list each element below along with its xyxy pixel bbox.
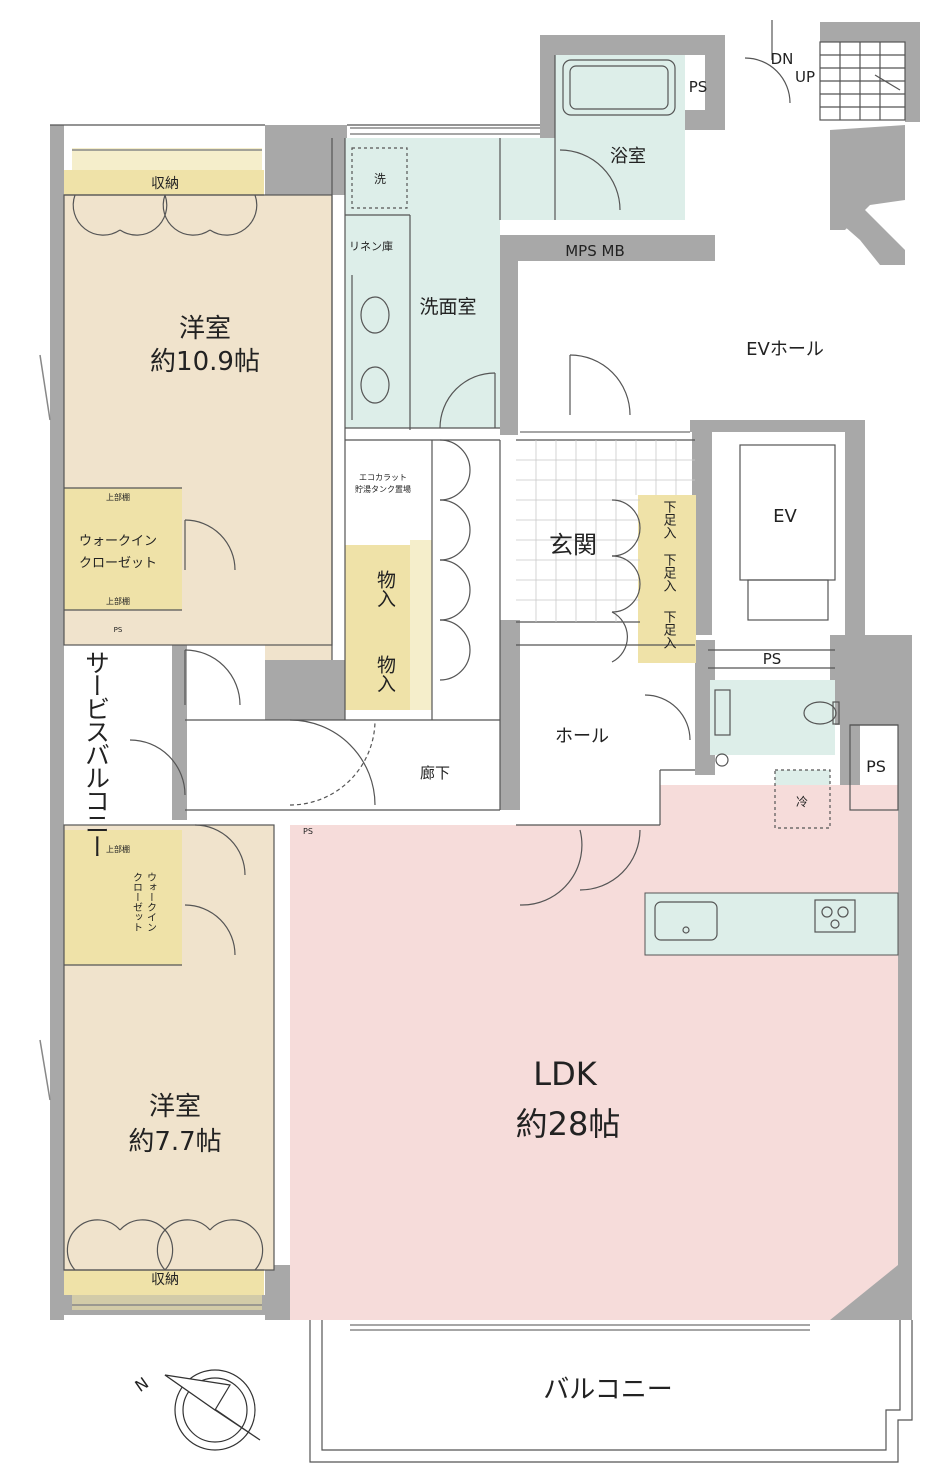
washroom-label: 洗面室 bbox=[419, 296, 476, 318]
storage-bottom-label: 収納 bbox=[151, 1272, 179, 1288]
ecocute-line2: 貯湯タンク置場 bbox=[355, 484, 411, 494]
dn-label: DN bbox=[771, 50, 794, 68]
bathtub bbox=[562, 59, 676, 116]
upper-shelf-2: 上部棚 bbox=[106, 596, 130, 606]
sink-2 bbox=[360, 366, 390, 404]
closet-b-floor bbox=[345, 640, 410, 710]
washer-space bbox=[351, 147, 408, 209]
shoe-box-1-label: 下足入 bbox=[661, 500, 677, 539]
shoe-box-2-label: 下足入 bbox=[661, 553, 677, 592]
ev-label: EV bbox=[773, 506, 797, 527]
windows bbox=[39, 127, 810, 1331]
hall-label: ホール bbox=[555, 726, 609, 747]
ldk-size: 約28帖 bbox=[516, 1105, 621, 1143]
mps-mb-label: MPS MB bbox=[565, 242, 625, 260]
wic-2-col1: ウォークイン bbox=[145, 872, 157, 932]
upper-shelf-1: 上部棚 bbox=[106, 492, 130, 502]
washer-label: 洗 bbox=[374, 172, 386, 186]
wic-2 bbox=[64, 830, 182, 965]
fridge-space bbox=[774, 769, 831, 829]
service-balcony-label: サービスバルコニー bbox=[82, 650, 111, 857]
storage-top bbox=[64, 170, 264, 195]
ps-wic-label: PS bbox=[114, 626, 123, 634]
ldk-name: LDK bbox=[533, 1055, 597, 1093]
bedroom-1-name: 洋室 bbox=[179, 314, 231, 344]
closet-a-floor bbox=[345, 545, 410, 640]
shoe-box-3-label: 下足入 bbox=[661, 610, 677, 649]
shoe-box bbox=[638, 495, 696, 663]
interior-lines bbox=[39, 20, 913, 1463]
closet-b-label: 物入 bbox=[374, 655, 396, 693]
washroom-floor bbox=[345, 138, 500, 428]
labels: 洋室 約10.9帖 洋室 約7.7帖 LDK 約28帖 浴室 洗面室 玄関 ホー… bbox=[79, 50, 886, 1405]
ps-toilet-label: PS bbox=[763, 650, 782, 668]
up-label: UP bbox=[795, 68, 815, 86]
north-label: N bbox=[131, 1373, 152, 1395]
wic-2-col2: クローゼット bbox=[131, 872, 143, 932]
bedroom-2-size: 約7.7帖 bbox=[128, 1127, 221, 1157]
storage-top-label: 収納 bbox=[151, 176, 179, 192]
room-fills bbox=[64, 55, 899, 1320]
bath-label: 浴室 bbox=[610, 146, 646, 167]
toilet-bowl bbox=[803, 701, 837, 725]
wic-1-line2: クローゼット bbox=[79, 556, 157, 571]
linen-label: リネン庫 bbox=[349, 239, 393, 253]
ecocute-line1: エコカラット bbox=[359, 473, 407, 482]
ldk-floor bbox=[290, 785, 898, 1320]
closet-a-label: 物入 bbox=[374, 570, 396, 608]
bedroom-2-name: 洋室 bbox=[149, 1092, 201, 1122]
bedroom-1-size: 約10.9帖 bbox=[150, 347, 260, 377]
balcony-label: バルコニー bbox=[543, 1375, 672, 1405]
bath-floor bbox=[555, 55, 685, 220]
sink-1 bbox=[360, 296, 390, 334]
exterior-walls bbox=[50, 22, 920, 1320]
ev-hall-label: EVホール bbox=[746, 339, 824, 360]
toilet-floor bbox=[710, 680, 835, 755]
ps-top-label: PS bbox=[689, 78, 708, 96]
corridor-label: 廊下 bbox=[420, 764, 450, 782]
door-swings bbox=[66, 57, 791, 1271]
wic-1-line1: ウォークイン bbox=[79, 534, 157, 549]
upper-shelf-3: 上部棚 bbox=[106, 844, 130, 854]
stairs bbox=[771, 20, 906, 121]
ps-right-label: PS bbox=[866, 757, 886, 776]
fridge-label: 冷 bbox=[796, 795, 808, 809]
entrance-label: 玄関 bbox=[549, 531, 597, 559]
entrance-tiles bbox=[516, 440, 695, 622]
ps-ldk-label: PS bbox=[303, 827, 313, 836]
kitchen-sink bbox=[654, 901, 718, 941]
stove bbox=[814, 899, 856, 933]
wic-1 bbox=[64, 488, 182, 610]
kitchen-counter bbox=[644, 892, 899, 956]
north-arrow bbox=[164, 1369, 261, 1451]
